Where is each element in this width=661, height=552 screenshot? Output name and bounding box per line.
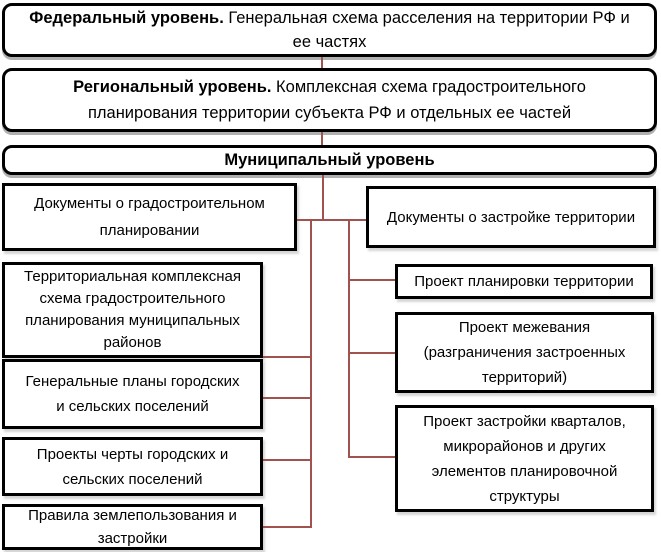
regional-level-description: Комплексная схема градостроительного пла… [87,78,586,122]
connector-bus [297,219,366,221]
municipal-level-title: Муниципальный уровень [224,151,435,169]
territorial-scheme-label: Территориальная комплексная схема градос… [24,268,241,351]
connector-regional-municipal [321,132,323,145]
box-block-development-project: Проект застройки кварталов, микрорайонов… [395,405,654,512]
federal-level-description: Генеральная схема расселения на территор… [228,9,630,51]
development-documents-label: Документы о застройке территории [386,208,636,226]
box-land-use-rules: Правила землепользования и застройки [2,504,263,550]
land-use-rules-label: Правила землепользования и застройки [28,507,237,547]
planning-documents-label: Документы о градостроительном планирован… [34,195,265,239]
surveying-project-label: Проект межевания (разграничения застроен… [423,319,626,386]
branch-left-3 [263,459,310,461]
box-planning-documents: Документы о градостроительном планирован… [2,183,297,251]
connector-municipal-bus [322,175,324,221]
branch-right-1 [350,279,395,281]
federal-level-text: Федеральный уровень. Генеральная схема р… [29,6,630,54]
box-territorial-scheme: Территориальная комплексная схема градос… [2,262,263,358]
box-general-plans: Генеральные планы городских и сельских п… [2,359,263,429]
municipal-level-box: Муниципальный уровень [2,145,657,175]
box-city-limits-projects: Проекты черты городских и сельских посел… [2,437,263,496]
regional-level-box: Региональный уровень. Комплексная схема … [2,68,657,132]
municipal-level-text: Муниципальный уровень [5,148,654,172]
federal-level-box: Федеральный уровень. Генеральная схема р… [2,3,657,57]
regional-level-title: Региональный уровень. [73,78,272,96]
branch-left-2 [263,397,310,399]
territory-planning-project-label: Проект планировки территории [414,272,634,290]
box-development-documents: Документы о застройке территории [366,186,656,248]
regional-level-text: Региональный уровень. Комплексная схема … [45,74,614,126]
box-territory-planning-project: Проект планировки территории [395,264,653,299]
general-plans-label: Генеральные планы городских и сельских п… [25,373,240,415]
box-surveying-project: Проект межевания (разграничения застроен… [395,312,654,393]
branch-left-4 [263,526,310,528]
branch-right-2 [350,352,395,354]
trunk-left [310,219,312,528]
branch-right-3 [350,456,395,458]
branch-left-1 [263,356,310,358]
city-limits-projects-label: Проекты черты городских и сельских посел… [36,445,229,488]
connector-federal-regional [321,57,323,68]
federal-level-title: Федеральный уровень. [29,9,224,27]
block-development-project-label: Проект застройки кварталов, микрорайонов… [423,412,626,505]
trunk-right [348,219,350,458]
